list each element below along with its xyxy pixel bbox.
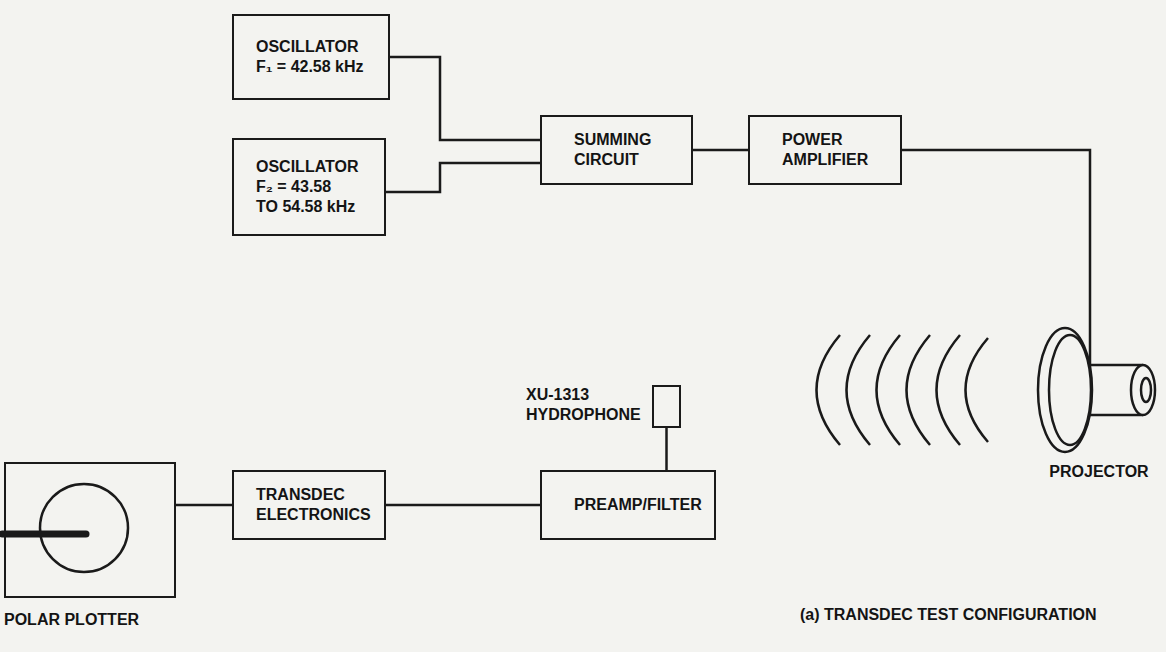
block-label: XU-1313 HYDROPHONE — [526, 385, 644, 425]
block-box: PROJECTOR — [1035, 300, 1163, 450]
projector-figure — [1038, 300, 1155, 452]
block-box: OSCILLATORF₁ = 42.58 kHz — [232, 14, 390, 100]
block-box: POWER AMPLIFIER — [748, 115, 902, 185]
projector-face — [1038, 328, 1092, 452]
plotter-chart — [40, 484, 128, 572]
signal-wire — [386, 163, 540, 192]
block-label: F₂ = 43.58 TO 54.58 kHz — [256, 177, 356, 217]
signal-wire — [390, 57, 540, 140]
figure-caption: (a) TRANSDEC TEST CONFIGURATION — [800, 606, 1097, 624]
projector-rim — [1049, 335, 1091, 445]
plotter-figure — [2, 484, 128, 572]
block-label: TRANSDEC ELECTRONICS — [256, 485, 373, 525]
projector-ring-hole — [1141, 378, 1151, 402]
block-label: F₁ = 42.58 kHz — [256, 57, 378, 77]
block-label: OSCILLATOR — [256, 37, 378, 57]
block-box: POLAR PLOTTER — [4, 462, 176, 598]
signal-wire — [176, 504, 232, 507]
block-box: PREAMP/FILTER — [540, 470, 716, 540]
block-label: SUMMING CIRCUIT — [574, 130, 674, 170]
sound-waves — [817, 335, 989, 445]
signal-wire — [693, 149, 748, 152]
block-box: SUMMING CIRCUIT — [540, 115, 693, 185]
block-label: PREAMP/FILTER — [574, 495, 704, 515]
block-box: OSCILLATORF₂ = 43.58 TO 54.58 kHz — [232, 138, 386, 236]
block-label: POLAR PLOTTER — [4, 610, 174, 630]
block-label: PROJECTOR — [1035, 462, 1163, 482]
block-label: OSCILLATOR — [256, 157, 361, 177]
plotter-pen — [2, 531, 86, 538]
signal-wire — [386, 504, 540, 507]
block-label: POWER AMPLIFIER — [782, 130, 882, 170]
signal-wire — [902, 150, 1090, 300]
projector-ring — [1131, 365, 1155, 415]
projector-cable — [1089, 300, 1092, 365]
block-box: TRANSDEC ELECTRONICS — [232, 470, 386, 540]
block-box: XU-1313 HYDROPHONE — [652, 385, 681, 428]
signal-wire — [665, 428, 668, 470]
